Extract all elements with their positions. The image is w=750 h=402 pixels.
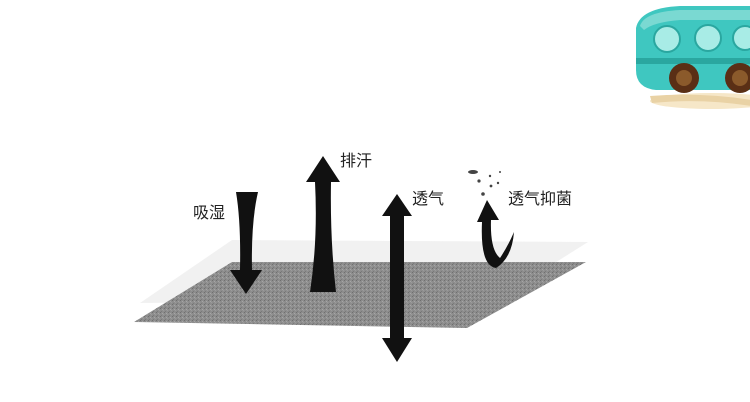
double-arrow-icon	[382, 194, 412, 362]
label-breathable: 透气	[412, 189, 445, 208]
curved-arrow-icon	[477, 200, 514, 268]
label-absorb: 吸湿	[193, 203, 226, 222]
label-sweat: 排汗	[340, 151, 373, 170]
arrow-up-icon	[306, 156, 340, 292]
bus-icon	[636, 6, 750, 109]
arrow-down-icon	[230, 192, 262, 294]
bubbles-icon	[468, 170, 501, 196]
label-antibacterial: 透气抑菌	[508, 189, 573, 208]
